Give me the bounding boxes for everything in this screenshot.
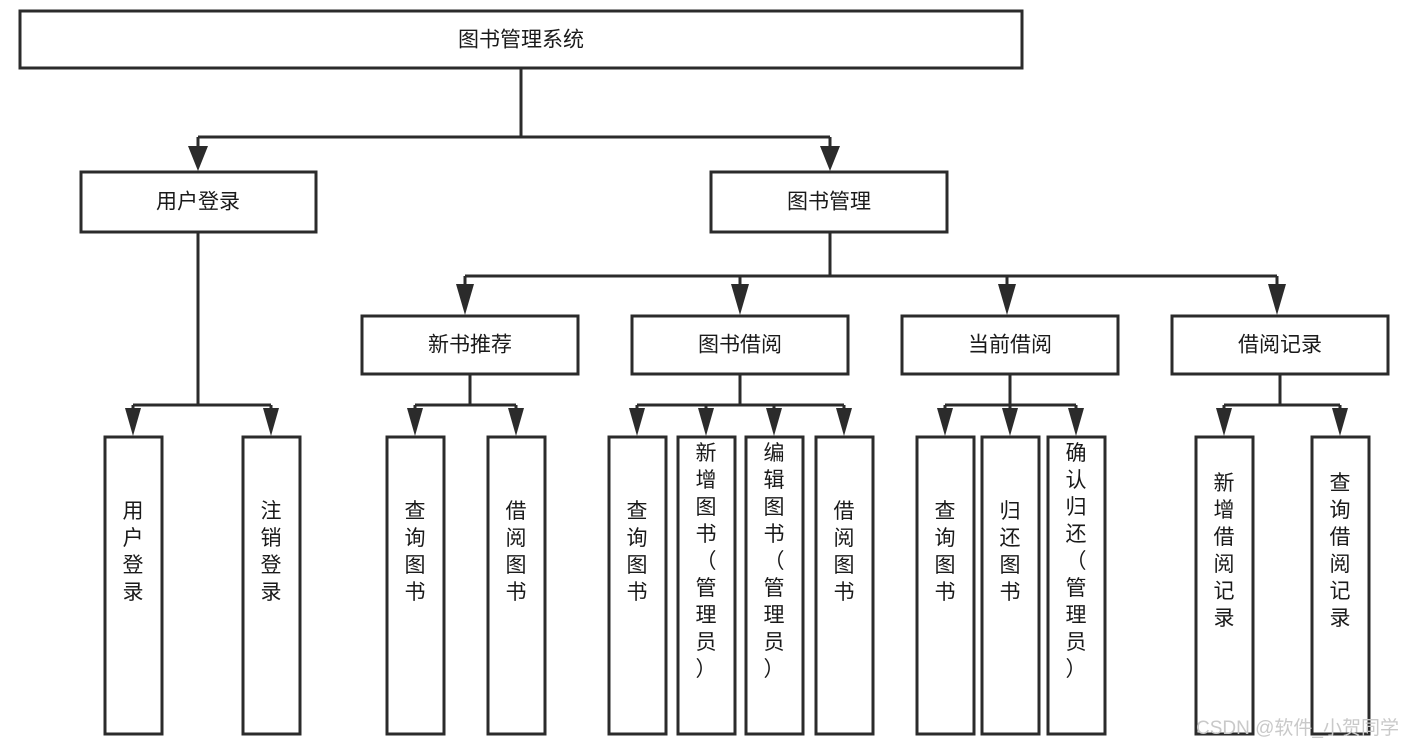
arrow-head-borrow-record — [1268, 284, 1286, 315]
node-leaf-query-book-2-label: 查询图书 — [627, 500, 648, 604]
node-user-login[interactable]: 用户登录 — [79, 170, 318, 234]
node-leaf-borrow-book-2-box[interactable] — [814, 435, 875, 736]
arrow-head-leaf-borrow-book-1 — [508, 408, 524, 436]
node-leaf-query-book-2-box[interactable] — [607, 435, 668, 736]
arrow-head-current-borrow — [998, 284, 1016, 315]
arrow-head-to-user-login — [188, 146, 208, 171]
node-leaf-return-book-box[interactable] — [980, 435, 1041, 736]
node-leaf-add-book-box[interactable] — [676, 435, 737, 736]
node-current-borrow-box[interactable] — [900, 314, 1120, 376]
node-root-box[interactable] — [18, 9, 1024, 70]
connector-group-book-management — [456, 232, 1286, 315]
node-leaf-query-record-box[interactable] — [1310, 435, 1371, 736]
node-new-book-recommend-box[interactable] — [360, 314, 580, 376]
node-leaf-query-book-1-label: 查询图书 — [405, 500, 426, 604]
node-leaf-add-book[interactable]: 新增图书（管理员） — [676, 435, 737, 736]
node-leaf-confirm-return-box[interactable] — [1046, 435, 1107, 736]
node-leaf-borrow-book-1-label: 借阅图书 — [506, 500, 527, 604]
node-leaf-query-book-3-label: 查询图书 — [935, 500, 956, 604]
node-leaf-add-book-label: 新增图书（管理员） — [696, 442, 717, 681]
node-leaf-confirm-return[interactable]: 确认归还（管理员） — [1046, 435, 1107, 736]
node-leaf-query-record-label: 查询借阅记录 — [1330, 472, 1351, 630]
node-leaf-add-record-box[interactable] — [1194, 435, 1255, 736]
node-leaf-return-book-label: 归还图书 — [1000, 500, 1021, 604]
connector-group-new-book-recommend — [407, 374, 524, 436]
csdn-watermark: CSDN @软件_小贺同学 — [1196, 717, 1399, 739]
arrow-head-leaf-query-book-2 — [629, 408, 645, 436]
arrow-head-leaf-query-book-1 — [407, 408, 423, 436]
node-borrow-record-label: 借阅记录 — [1238, 334, 1322, 357]
node-leaf-user-login[interactable]: 用户登录 — [103, 435, 164, 736]
node-leaf-logout-login-box[interactable] — [241, 435, 302, 736]
arrow-head-leaf-confirm-return — [1068, 408, 1084, 436]
node-book-borrow-label: 图书借阅 — [698, 334, 782, 357]
node-new-book-recommend[interactable]: 新书推荐 — [360, 314, 580, 376]
node-leaf-borrow-book-1[interactable]: 借阅图书 — [486, 435, 547, 736]
node-leaf-query-record[interactable]: 查询借阅记录 — [1310, 435, 1371, 736]
node-leaf-query-book-3-box[interactable] — [915, 435, 976, 736]
node-leaf-user-login-box[interactable] — [103, 435, 164, 736]
node-leaf-query-book-1[interactable]: 查询图书 — [385, 435, 446, 736]
node-leaf-edit-book[interactable]: 编辑图书（管理员） — [744, 435, 805, 736]
node-leaf-return-book[interactable]: 归还图书 — [980, 435, 1041, 736]
node-borrow-record[interactable]: 借阅记录 — [1170, 314, 1390, 376]
node-leaf-borrow-book-2-label: 借阅图书 — [834, 500, 855, 604]
node-root-book-management-system[interactable]: 图书管理系统 — [18, 9, 1024, 70]
node-leaf-logout-login[interactable]: 注销登录 — [241, 435, 302, 736]
node-book-management-label: 图书管理 — [787, 191, 871, 214]
node-leaf-borrow-book-1-box[interactable] — [486, 435, 547, 736]
arrow-head-to-book-management — [820, 146, 840, 171]
node-leaf-logout-login-label: 注销登录 — [261, 500, 282, 604]
arrow-head-leaf-add-book — [698, 408, 714, 436]
arrow-head-leaf-return-book — [1002, 408, 1018, 436]
arrow-head-leaf-edit-book — [766, 408, 782, 436]
node-book-management[interactable]: 图书管理 — [709, 170, 949, 234]
node-leaf-query-book-1-box[interactable] — [385, 435, 446, 736]
node-leaf-borrow-book-2[interactable]: 借阅图书 — [814, 435, 875, 736]
node-leaf-confirm-return-label: 确认归还（管理员） — [1066, 442, 1087, 681]
connector-group-borrow-record — [1216, 374, 1348, 436]
node-leaf-query-book-2[interactable]: 查询图书 — [607, 435, 668, 736]
node-borrow-record-box[interactable] — [1170, 314, 1390, 376]
arrow-head-book-borrow — [731, 284, 749, 315]
node-leaf-add-record[interactable]: 新增借阅记录 — [1194, 435, 1255, 736]
connector-group-user-login — [125, 232, 279, 436]
node-user-login-box[interactable] — [79, 170, 318, 234]
node-user-login-label: 用户登录 — [156, 191, 240, 214]
arrow-head-new-book-recommend — [456, 284, 474, 315]
connector-group-current-borrow — [937, 374, 1084, 436]
arrow-head-leaf-borrow-book-2 — [836, 408, 852, 436]
node-leaf-query-book-3[interactable]: 查询图书 — [915, 435, 976, 736]
arrow-head-leaf-query-book-3 — [937, 408, 953, 436]
node-current-borrow-label: 当前借阅 — [968, 334, 1052, 357]
node-root-label: 图书管理系统 — [458, 29, 584, 52]
node-leaf-add-record-label: 新增借阅记录 — [1214, 472, 1235, 630]
node-leaf-edit-book-box[interactable] — [744, 435, 805, 736]
arrow-head-leaf-query-record — [1332, 408, 1348, 436]
node-book-borrow[interactable]: 图书借阅 — [630, 314, 850, 376]
node-new-book-recommend-label: 新书推荐 — [428, 334, 512, 357]
node-book-management-box[interactable] — [709, 170, 949, 234]
arrow-head-leaf-add-record — [1216, 408, 1232, 436]
connector-group-root — [188, 68, 840, 171]
node-leaf-edit-book-label: 编辑图书（管理员） — [764, 442, 785, 681]
connector-group-book-borrow — [629, 374, 852, 436]
arrow-head-leaf-logout-login — [263, 408, 279, 436]
node-current-borrow[interactable]: 当前借阅 — [900, 314, 1120, 376]
node-leaf-user-login-label: 用户登录 — [123, 500, 144, 604]
arrow-head-leaf-user-login — [125, 408, 141, 436]
node-book-borrow-box[interactable] — [630, 314, 850, 376]
